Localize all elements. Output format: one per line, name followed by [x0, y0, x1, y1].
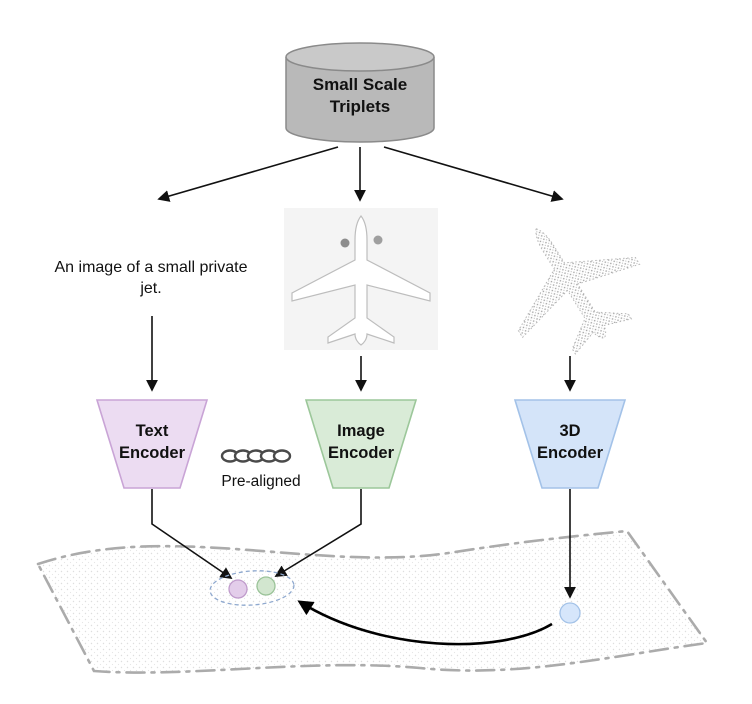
database-top	[285, 42, 435, 72]
prealigned-label: Pre-aligned	[221, 473, 301, 490]
jet-engine-right	[373, 235, 383, 245]
alignment-arrow	[297, 600, 553, 646]
embedding-surface	[36, 529, 710, 674]
database-body	[285, 57, 435, 143]
arrow-db-to-caption	[157, 146, 339, 202]
3d-embedding-dot	[559, 602, 581, 624]
image-encoder-shape	[304, 399, 418, 489]
database-icon	[285, 42, 435, 143]
line-text-encoder-to-embedding	[151, 489, 233, 580]
image-embedding-dot	[256, 576, 276, 596]
jet-engine-left	[340, 238, 350, 248]
caption-text: An image of a small private jet.	[54, 259, 248, 298]
database-label: Small Scale Triplets	[312, 75, 408, 117]
jet-render-image	[284, 208, 438, 350]
airplane-shape	[291, 215, 431, 346]
3d-encoder-shape	[513, 399, 627, 489]
arrow-db-to-pointcloud	[383, 146, 564, 202]
jet-pointcloud-icon	[517, 228, 641, 355]
line-image-encoder-to-embedding	[274, 489, 362, 577]
alignment-ellipse	[209, 570, 295, 606]
text-embedding-dot	[228, 579, 248, 599]
text-encoder-label: Text Encoder	[118, 422, 186, 462]
pointcloud-shape	[517, 228, 641, 355]
text-encoder-shape	[95, 399, 209, 489]
image-encoder-label: Image Encoder	[327, 422, 395, 462]
3d-encoder-label: 3D Encoder	[536, 422, 604, 462]
chain-icon	[220, 449, 292, 463]
